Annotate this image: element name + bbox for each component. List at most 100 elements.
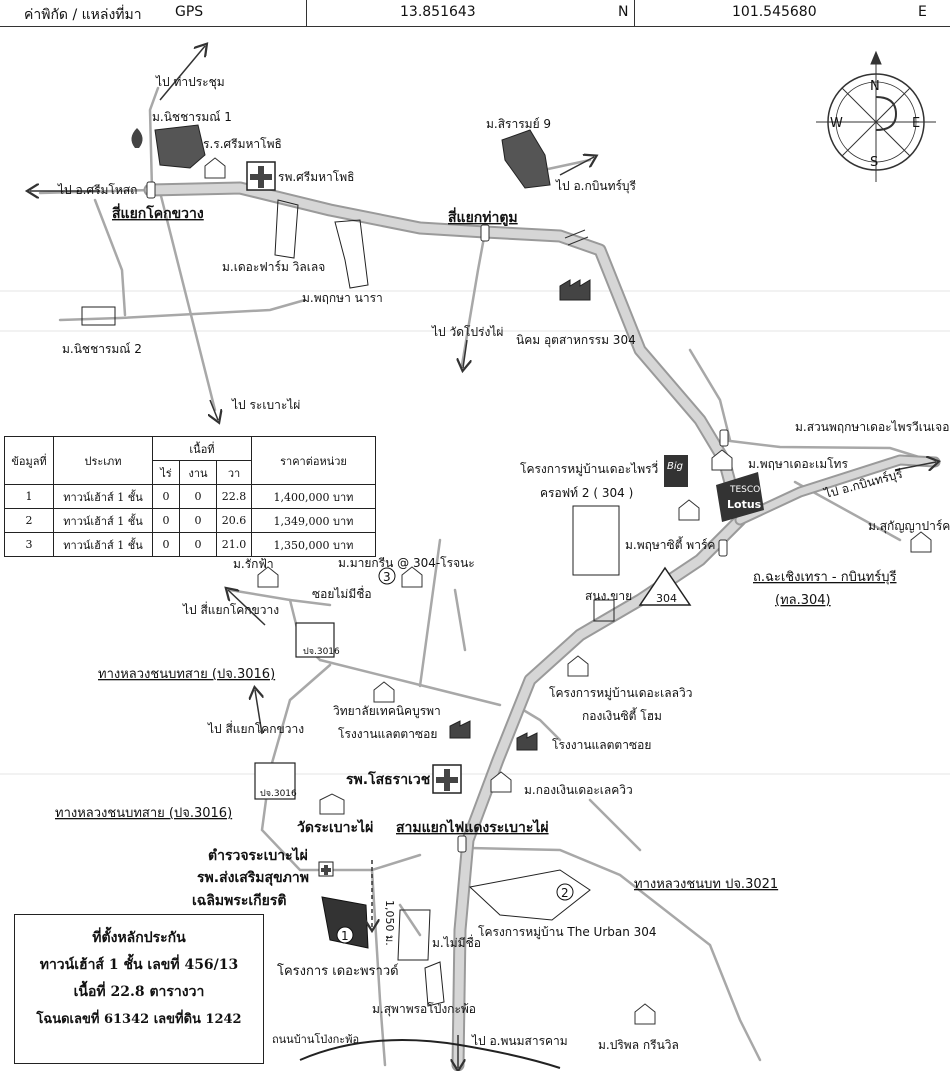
- pj3016-sign-1: ปจ.3016: [303, 647, 340, 657]
- label-phruksa-nara: ม.พฤกษา นารา: [302, 291, 383, 305]
- table-row: 1 ทาวน์เฮ้าส์ 1 ชั้น 0 0 22.8 1,400,000 …: [4, 484, 376, 509]
- compass-north: N: [870, 79, 880, 94]
- cell-type: ทาวน์เฮ้าส์ 1 ชั้น: [53, 484, 153, 509]
- latitude-dir: N: [618, 4, 629, 20]
- col-header-no: ข้อมูลที่: [4, 436, 54, 485]
- village-block-icons: [154, 124, 551, 189]
- health-center-icon: [318, 861, 334, 877]
- flame-emblem-icon: [131, 128, 143, 148]
- label-the-privade: โครงการ เดอะพราวด์: [277, 963, 399, 979]
- col-header-type: ประเภท: [53, 436, 153, 485]
- compass-rose-icon: N S E W: [816, 50, 936, 182]
- cell-type: ทาวน์เฮ้าส์ 1 ชั้น: [53, 532, 153, 557]
- cell-ngan: 0: [179, 532, 217, 557]
- cell-no: 3: [4, 532, 54, 557]
- subject-marker-1: 1: [341, 929, 349, 943]
- distance-label: 1,050 ม.: [383, 900, 396, 946]
- lotus-text: Lotus: [727, 498, 762, 511]
- cell-wa: 21.0: [216, 532, 252, 557]
- marker-3-label: 3: [383, 570, 391, 584]
- label-police: ตำรวจระเบาะไผ่: [208, 846, 308, 864]
- cell-rai: 0: [152, 484, 180, 509]
- info-line-house: ทาวน์เฮ้าส์ 1 ชั้น เลขที่ 456/13: [39, 957, 239, 973]
- cell-price: 1,349,000 บาท: [251, 508, 376, 533]
- info-line-area: เนื้อที่ 22.8 ตารางวา: [73, 984, 205, 1000]
- label-lake-view-1: โครงการหมู่บ้านเดอะเลลวิว: [549, 686, 692, 701]
- label-to-tha-prachum: ไป ท่าประชุม: [155, 75, 225, 90]
- label-hospital-srimaha: รพ.ศรีมหาโพธิ: [278, 170, 354, 184]
- table-row: 3 ทาวน์เฮ้าส์ 1 ชั้น 0 0 21.0 1,350,000 …: [4, 532, 376, 557]
- comparison-table: ข้อมูลที่ ประเภท เนื้อที่ ราคาต่อหน่วย ไ…: [4, 436, 376, 557]
- label-lake-view-2: กองเงินซิตี้ โฮม: [582, 707, 662, 723]
- label-ind-estate: นิคม อุตสาหกรรม 304: [516, 333, 636, 348]
- hospital-cross-icon: [246, 161, 276, 191]
- label-suan-phruksa: ม.สวนพฤกษาเดอะไพรวีเนเจอ: [795, 420, 949, 434]
- label-supparod: ม.สุพาพรอโป่งกะพ้อ: [372, 1002, 476, 1017]
- hospital-cross-icon: [432, 764, 462, 794]
- col-header-rai: ไร่: [152, 460, 180, 485]
- header-divider: [634, 0, 635, 26]
- header-divider: [306, 0, 307, 26]
- label-kongngern: ม.กองเงินเดอะเลควิว: [524, 783, 633, 797]
- marker-2-label: 2: [561, 886, 569, 900]
- cell-wa: 20.6: [216, 508, 252, 533]
- cell-rai: 0: [152, 508, 180, 533]
- label-health-1: รพ.ส่งเสริมสุขภาพ: [197, 870, 309, 886]
- label-health-2: เฉลิมพระเกียรติ: [192, 893, 286, 909]
- label-pariwon: ม.ปริพล กรีนวิล: [598, 1038, 679, 1052]
- col-header-area: เนื้อที่: [152, 436, 252, 461]
- longitude-value: 101.545680: [732, 4, 817, 20]
- curved-road: [299, 1039, 561, 1069]
- label-to-khok-1: ไป สี่แยกโคกขวาง: [182, 601, 279, 617]
- cell-no: 1: [4, 484, 54, 509]
- map-labels: ไป ท่าประชุม ม.นิชชารมณ์ 1 ร.ร.ศรีมหาโพธ…: [55, 75, 950, 1052]
- label-highway-3021: ทางหลวงชนบท ปจ.3021: [634, 877, 778, 892]
- collateral-info-box: ที่ตั้งหลักประกัน ทาวน์เฮ้าส์ 1 ชั้น เลข…: [14, 914, 264, 1064]
- marker-2: 2: [556, 883, 574, 901]
- cell-no: 2: [4, 508, 54, 533]
- coord-source: GPS: [175, 4, 204, 20]
- compass-east: E: [912, 116, 920, 131]
- label-to-srimahaphot: ไป อ.ศรีมโหสถ: [57, 183, 137, 197]
- cell-wa: 22.8: [216, 484, 252, 509]
- label-urban304: โครงการหมู่บ้าน The Urban 304: [478, 925, 657, 940]
- label-soi-noname: ซอยไม่มีชื่อ: [312, 585, 372, 601]
- info-line-deed: โฉนดเลขที่ 61342 เลขที่ดิน 1242: [36, 1012, 242, 1027]
- big-c-text: Big: [667, 461, 683, 472]
- cell-ngan: 0: [179, 508, 217, 533]
- label-no-name-village: ม.ไม่มีชื่อ: [432, 934, 481, 950]
- label-prive-project-1: โครงการหมู่บ้านเดอะไพรวี่: [520, 460, 658, 477]
- cell-price: 1,400,000 บาท: [251, 484, 376, 509]
- label-school: ร.ร.ศรีมหาโพธิ: [203, 137, 282, 151]
- tesco-lotus-logo: TESCO Lotus: [716, 472, 764, 522]
- plot-outlines: [81, 199, 620, 1007]
- compass-west: W: [830, 116, 843, 131]
- tesco-text: TESCO: [729, 485, 760, 495]
- longitude-dir: E: [918, 4, 927, 20]
- label-wat-rabao: วัดระเบาะไผ่: [297, 818, 373, 836]
- label-burapha: วิทยาลัยเทคนิคบูรพา: [333, 704, 441, 719]
- cell-price: 1,350,000 บาท: [251, 532, 376, 557]
- label-phruksa-city: ม.พฤษาซิตี้ พาร์ค: [625, 536, 715, 552]
- label-the-farm: ม.เดอะฟาร์ม วิลเลจ: [222, 260, 325, 274]
- label-sieyaek-khok: สี่แยกโคกขวาง: [112, 203, 204, 222]
- label-to-kabinburi: ไป อ.กบินทร์บุรี: [555, 179, 637, 194]
- label-phruksa-metro: ม.พฤษาเดอะเมโทร: [748, 457, 848, 471]
- info-line-title: ที่ตั้งหลักประกัน: [92, 930, 186, 946]
- col-header-wa: วา: [216, 460, 252, 485]
- district-sign-icon: [254, 622, 335, 800]
- pj3016-sign-2: ปจ.3016: [260, 789, 297, 799]
- direction-arrows: [30, 46, 936, 1068]
- big-c-logo: Big: [664, 455, 688, 487]
- label-samyaek: สามแยกไฟแดงระเบาะไผ่: [396, 818, 549, 836]
- cell-ngan: 0: [179, 484, 217, 509]
- traffic-light-icons: [146, 181, 729, 853]
- latitude-value: 13.851643: [400, 4, 476, 20]
- col-header-price: ราคาต่อหน่วย: [251, 436, 376, 485]
- label-road-304-code: (ทล.304): [775, 593, 831, 608]
- coordinate-header: ค่าพิกัด / แหล่งที่มา GPS 13.851643 N 10…: [0, 0, 950, 27]
- label-sukanya: ม.สุกัญญาปาร์ค: [868, 519, 950, 534]
- label-road-pong: ถนนบ้านโป่งกะพ้อ: [272, 1032, 359, 1046]
- bridge-icon: [564, 229, 589, 246]
